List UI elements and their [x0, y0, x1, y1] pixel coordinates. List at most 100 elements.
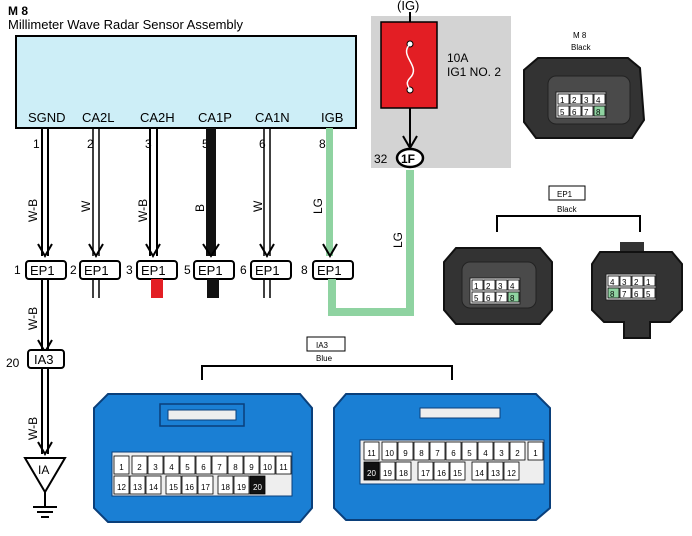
pin-label: 18 [399, 469, 408, 478]
ia3-pin-cell [165, 475, 182, 495]
ia3-pin-cell [433, 461, 450, 481]
pin-label: 2 [515, 449, 520, 458]
ia3-pin: 20 [6, 356, 20, 370]
ground-label: IA [38, 463, 49, 477]
ep1-stubs [92, 279, 271, 298]
ia3-pin-cell [493, 441, 510, 461]
pin-label: 2 [634, 278, 639, 287]
pin-label: 2 [572, 96, 577, 105]
ia3-pin-cell [527, 441, 544, 461]
pin-label: 14 [149, 483, 158, 492]
pin-label: 17 [421, 469, 430, 478]
pin-label: 4 [596, 96, 601, 105]
ia3-pin-cell [449, 461, 466, 481]
fuse-element-icon [405, 43, 415, 91]
pin-label: 20 [253, 483, 262, 492]
ia3-pin-cell [363, 441, 380, 461]
pin-label: 16 [185, 483, 194, 492]
ep1-box [250, 260, 292, 280]
ep1-right-connector-view: 4 3 2 1 8 7 6 5 [591, 242, 683, 339]
ep1-label: EP1 [84, 263, 109, 278]
pin-label: 8 [233, 463, 238, 472]
component-name: Millimeter Wave Radar Sensor Assembly [8, 17, 244, 32]
pin-label: 4 [510, 282, 515, 291]
ia3-pin-cell [477, 441, 494, 461]
pin-label: 6 [486, 294, 491, 303]
pin-label: 3 [498, 282, 503, 291]
fuse-source: (IG) [397, 0, 419, 13]
wire-igb [322, 128, 338, 258]
ia3-pin-cell [113, 455, 130, 475]
pin-label: 11 [367, 449, 376, 458]
ia3-pin-cell [195, 455, 212, 475]
junction-label: 1F [401, 152, 415, 166]
pin-label: 4 [169, 463, 174, 472]
wire-color-label: W [79, 200, 93, 212]
pin-label: 7 [584, 108, 589, 117]
wire-color-label: B [193, 204, 207, 212]
pin-label: 1 [560, 96, 565, 105]
pin-label: 11 [279, 463, 288, 472]
wire-ca1n [259, 128, 275, 258]
pin-label: 9 [249, 463, 254, 472]
ia3-pin-cell [417, 461, 434, 481]
ia3-pin-cell [145, 475, 162, 495]
ia3-pin-cell [429, 441, 446, 461]
pin-number: 6 [259, 137, 266, 151]
ia3-pin-cell [113, 475, 130, 495]
pin-number: 8 [319, 137, 326, 151]
pin-label: 1 [646, 278, 651, 287]
pin-label: 6 [572, 108, 577, 117]
ia3-label: IA3 [34, 352, 54, 367]
pin-label: 12 [117, 483, 126, 492]
m8-pin-bottom-row: 5 6 7 8 [557, 105, 606, 117]
ia3-view-color: Blue [316, 354, 333, 363]
pin-label: 7 [217, 463, 222, 472]
pin-label: 7 [498, 294, 503, 303]
fuse-name: IG1 NO. 2 [447, 65, 501, 79]
pin-number: 1 [33, 137, 40, 151]
wire-color-label: W-B [26, 417, 40, 440]
pin-label: 16 [437, 469, 446, 478]
ia3-pin-cell [227, 455, 244, 475]
pin-label: 5 [474, 294, 479, 303]
ia3-view-title-box [306, 336, 346, 352]
wire-ca1p [202, 128, 220, 258]
ep-pin-number: 1 [14, 263, 21, 277]
ia3-pin-cell [211, 455, 228, 475]
pin-label: 4 [483, 449, 488, 458]
pin-label: 15 [453, 469, 462, 478]
ia3-box [27, 349, 65, 369]
component-id: M 8 [8, 4, 28, 18]
pin-label: 7 [622, 290, 627, 299]
pin-label: 9 [403, 449, 408, 458]
pin-label: 2 [486, 282, 491, 291]
ia3-pin-cell [259, 455, 276, 475]
pin-label: 1 [119, 463, 124, 472]
m8-pin-top-row: 1 2 3 4 [557, 93, 606, 105]
pin-label: 5 [560, 108, 565, 117]
ia3-pin-cell [217, 475, 234, 495]
pin-label: 19 [237, 483, 246, 492]
ia3-pin-cell [181, 475, 198, 495]
wire-lg-route [328, 170, 414, 316]
ia3-pin-cell [129, 475, 146, 495]
pin-label: 20 [367, 469, 376, 478]
terminal-label-ca2h: CA2H [140, 110, 175, 125]
ia3-pin-cell [379, 461, 396, 481]
pin-label: 5 [467, 449, 472, 458]
wire-ca2h [145, 128, 161, 258]
ia3-pin-cell [275, 455, 292, 475]
wire-color-label: W [251, 200, 265, 212]
pin-label: 19 [383, 469, 392, 478]
pin-label: 1 [533, 449, 538, 458]
pin-label: 6 [201, 463, 206, 472]
wire-color-label: LG [311, 198, 325, 214]
terminal-label-ca1p: CA1P [198, 110, 232, 125]
pin-label: 6 [634, 290, 639, 299]
pin-label: 17 [201, 483, 210, 492]
pin-label: 5 [646, 290, 651, 299]
ep1-box [25, 260, 67, 280]
